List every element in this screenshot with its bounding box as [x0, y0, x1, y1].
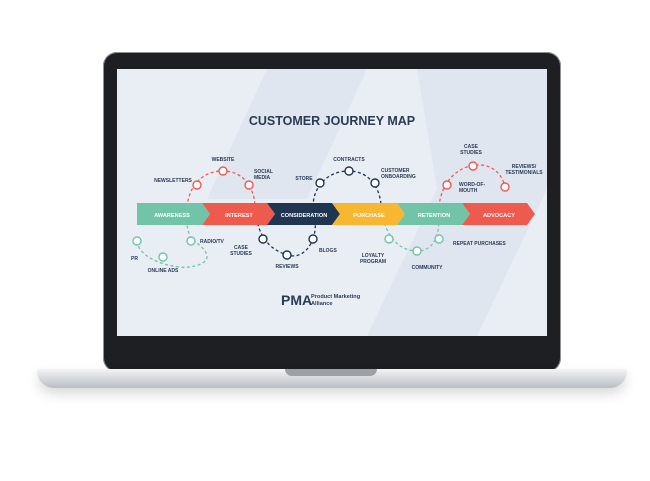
page-title: CUSTOMER JOURNEY MAP: [249, 114, 415, 128]
stage-retention-arrow: [397, 203, 470, 225]
label-case-studies-a1: CASE: [234, 245, 249, 251]
node-online-ads: [158, 252, 168, 262]
label-customer-onboarding-2: ONBOARDING: [381, 174, 416, 180]
label-store: STORE: [295, 176, 313, 182]
laptop-base: [37, 369, 627, 388]
node-blogs: [308, 234, 318, 244]
node-case-studies-b: [468, 161, 478, 171]
node-case-studies-a: [258, 234, 268, 244]
node-social-media: [244, 180, 254, 190]
label-reviews-testimonials-2: TESTIMONIALS: [505, 170, 543, 176]
label-newsletters: NEWSLETTERS: [154, 178, 192, 184]
node-pr: [132, 236, 142, 246]
node-community: [412, 246, 422, 256]
brand-name-line2: Alliance: [311, 301, 332, 307]
node-loyalty-program: [384, 234, 394, 244]
node-contracts: [344, 166, 354, 176]
node-website: [218, 166, 228, 176]
label-blogs: BLOGS: [319, 248, 337, 254]
label-website: WEBSITE: [212, 157, 235, 163]
background-watermark: [207, 69, 547, 336]
stage-bar: AWARENESS INTEREST CONSIDERATION PURCHAS…: [137, 203, 535, 225]
label-pr: PR: [131, 256, 138, 262]
label-word-of-mouth-1: WORD-OF-: [459, 182, 485, 188]
label-reviews: REVIEWS: [275, 264, 299, 270]
label-case-studies-b1: CASE: [464, 144, 479, 150]
stage-advocacy-label: ADVOCACY: [483, 213, 515, 219]
stage-retention-label: RETENTION: [418, 213, 450, 219]
label-customer-onboarding-1: CUSTOMER: [381, 168, 410, 174]
label-radio-tv: RADIO/TV: [200, 239, 225, 245]
label-loyalty-program-1: LOYALTY: [362, 253, 385, 259]
label-loyalty-program-2: PROGRAM: [360, 259, 386, 265]
awareness-curve: [136, 238, 208, 268]
label-repeat-purchases: REPEAT PURCHASES: [453, 241, 506, 247]
stage-interest-arrow: [202, 203, 275, 225]
stage-advocacy-arrow: [462, 203, 535, 225]
stage-consideration-label: CONSIDERATION: [281, 213, 328, 219]
touchpoint-nodes: [132, 161, 510, 262]
purchase-curve: [312, 170, 382, 208]
label-case-studies-a2: STUDIES: [230, 251, 252, 257]
pma-logo: PMA: [281, 292, 312, 308]
stage-awareness-label: AWARENESS: [154, 213, 190, 219]
node-customer-onboarding: [370, 178, 380, 188]
label-case-studies-b2: STUDIES: [460, 150, 482, 156]
node-newsletters: [192, 180, 202, 190]
node-reviews: [282, 250, 292, 260]
stage-purchase-arrow: [332, 203, 405, 225]
stage-interest-label: INTEREST: [225, 213, 253, 219]
label-reviews-testimonials-1: REVIEWS/: [512, 164, 537, 170]
laptop-screen: CUSTOMER JOURNEY MAP AWARENESS INTEREST …: [117, 69, 547, 336]
node-repeat-purchases: [434, 234, 444, 244]
stage-purchase-label: PURCHASE: [353, 213, 385, 219]
brand-name-line1: Product Marketing: [311, 294, 361, 300]
label-social-media-2: MEDIA: [254, 175, 271, 181]
node-store: [315, 178, 325, 188]
touchpoint-labels: PR ONLINE ADS RADIO/TV NEWSLETTERS WEBSI…: [131, 144, 543, 274]
node-word-of-mouth: [442, 180, 452, 190]
stage-awareness-arrow: [137, 203, 210, 225]
label-social-media-1: SOCIAL: [254, 169, 273, 175]
label-community: COMMUNITY: [412, 265, 443, 271]
laptop-notch: [285, 369, 377, 376]
node-radio-tv: [186, 236, 196, 246]
label-online-ads: ONLINE ADS: [148, 268, 179, 274]
node-reviews-testimonials: [500, 182, 510, 192]
label-contracts: CONTRACTS: [333, 157, 365, 163]
brand-logo: PMA Product Marketing Alliance: [281, 292, 361, 308]
advocacy-curve: [438, 164, 506, 208]
label-word-of-mouth-2: MOUTH: [459, 188, 478, 194]
stage-consideration-arrow: [267, 203, 340, 225]
